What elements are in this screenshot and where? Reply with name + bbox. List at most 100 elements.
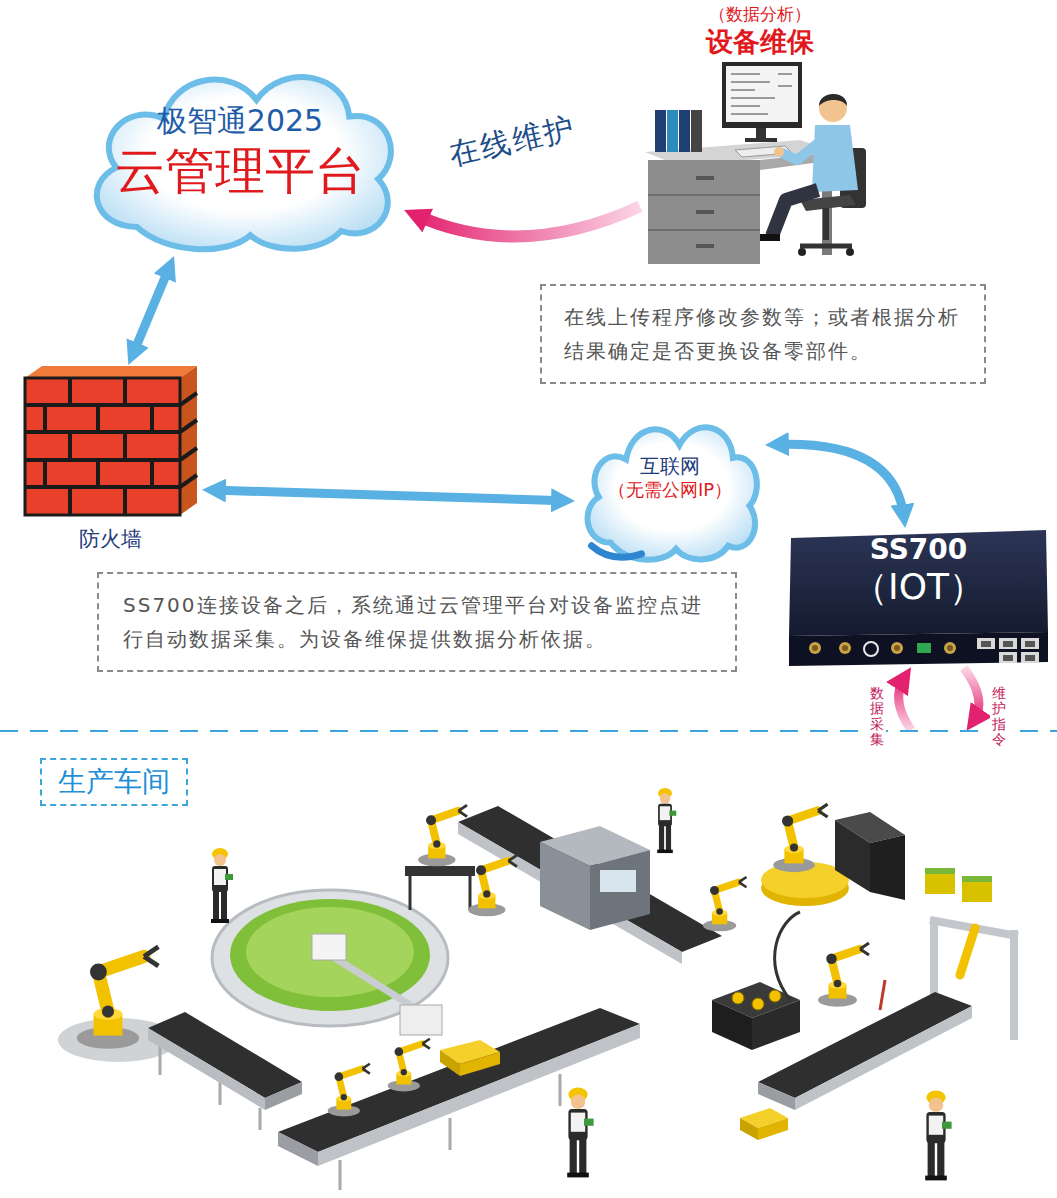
factory-illustration-part — [410, 876, 470, 910]
factory-illustration-part — [962, 876, 992, 882]
device-shape-part — [809, 642, 821, 654]
device-shape-part — [1025, 655, 1035, 661]
device-shape-part — [977, 638, 995, 649]
workstation-illustration-part — [691, 110, 702, 152]
workstation-illustration-part — [823, 208, 829, 240]
maintenance-station: （数据分析）设备维保 — [640, 0, 880, 268]
factory-illustration-part — [278, 1132, 318, 1166]
node-subtitle: 设备维保 — [706, 25, 814, 59]
node-title: 防火墙 — [79, 526, 142, 552]
factory-illustration-part — [567, 1087, 593, 1177]
note-box: SS700连接设备之后，系统通过云管理平台对设备监控点进行自动数据采集。为设备维… — [97, 572, 737, 672]
node-subtitle: （IOT） — [852, 566, 985, 607]
dashed-divider-part — [0, 730, 1057, 732]
factory-illustration-part — [818, 943, 869, 1007]
cloud-shape-part — [97, 77, 391, 249]
workstation-illustration-part — [731, 74, 792, 114]
device-shape-part — [944, 642, 956, 654]
connector-arrow — [964, 668, 979, 721]
factory-illustration-part — [330, 955, 418, 1010]
workstation-illustration-part — [648, 195, 760, 230]
note-box: 在线上传程序修改参数等；或者根据分析结果确定是否更换设备零部件。 — [540, 284, 986, 384]
workstation-illustration-part — [798, 248, 806, 256]
edge-label: 数据采集 — [868, 684, 886, 750]
factory-illustration-part — [460, 1052, 500, 1076]
node-subtitle: （无需公网IP） — [608, 479, 732, 502]
workstation-illustration-part — [819, 94, 847, 106]
device-shape-part — [1025, 641, 1035, 647]
workstation-illustration-part — [648, 160, 760, 264]
iot-gateway: SS700（IOT） — [785, 528, 1052, 668]
workstation-illustration-part — [667, 110, 678, 152]
factory-illustration-part — [712, 1000, 752, 1050]
factory-illustration-part — [230, 899, 430, 1011]
factory-illustration-part — [870, 835, 905, 900]
factory-illustration-part — [1010, 930, 1018, 1040]
factory-illustration-part — [960, 928, 975, 975]
workstation-illustration-part — [812, 125, 858, 192]
workstation-illustration-part — [655, 110, 666, 152]
factory-illustration — [58, 788, 1018, 1190]
text-group: 互联网（无需公网IP） — [608, 454, 732, 502]
device-shape-part — [1003, 655, 1013, 661]
factory-illustration-part — [440, 1050, 460, 1076]
workstation-illustration — [645, 62, 866, 264]
factory-illustration-part — [769, 990, 781, 1002]
factory-illustration-part — [732, 992, 744, 1004]
connector-arrow — [213, 490, 564, 501]
factory-illustration-part — [318, 1024, 640, 1166]
firewall-bricks-part — [25, 378, 180, 515]
factory-illustration-part — [758, 1082, 795, 1110]
factory-illustration-part — [773, 804, 827, 872]
note-text: 在线上传程序修改参数等；或者根据分析结果确定是否更换设备零部件。 — [564, 300, 962, 368]
factory-illustration-part — [925, 868, 955, 874]
factory-illustration-part — [925, 872, 955, 894]
factory-illustration-part — [265, 1082, 302, 1110]
workstation-illustration-part — [800, 244, 852, 249]
factory-illustration-part — [388, 1039, 430, 1092]
factory-illustration-part — [962, 880, 992, 902]
text-group: 生产车间 — [40, 758, 188, 806]
factory-illustration-part — [880, 980, 885, 1010]
workstation-illustration-part — [722, 62, 802, 128]
device-shape-part — [789, 632, 1048, 666]
factory-illustration-part — [458, 822, 682, 964]
factory-illustration-part — [590, 850, 650, 930]
factory-illustration-part — [752, 998, 764, 1010]
device-shape-part — [891, 642, 903, 654]
cloud-platform: 极智通2025云管理平台 — [75, 48, 405, 256]
workstation-illustration-part — [696, 244, 714, 248]
connector-arrow — [415, 206, 640, 236]
firewall: 防火墙 — [18, 365, 202, 560]
workstation-illustration-part — [774, 147, 784, 157]
device-shape-part — [999, 652, 1017, 663]
firewall-bricks-part — [25, 378, 197, 515]
workstation-illustration-part — [819, 94, 847, 122]
cloud-shape-part — [588, 427, 757, 559]
dashed-divider — [0, 730, 1057, 734]
factory-illustration-part — [148, 1028, 265, 1110]
device-shape-part — [917, 643, 931, 653]
node-title: （数据分析） — [709, 4, 811, 25]
factory-illustration-part — [312, 934, 346, 960]
firewall-bricks — [25, 366, 197, 515]
factory-illustration-part — [600, 870, 636, 892]
factory-illustration-part — [328, 1064, 370, 1117]
factory-illustration-part — [400, 1005, 442, 1035]
factory-illustration-part — [758, 992, 972, 1098]
factory-illustration-part — [795, 1006, 972, 1110]
device-shape-part — [1021, 652, 1039, 663]
workstation-illustration-part — [679, 110, 690, 152]
node-title: 生产车间 — [40, 758, 188, 806]
device-shape-part — [842, 645, 848, 651]
factory-illustration-part — [758, 1118, 788, 1140]
text-group: 在线上传程序修改参数等；或者根据分析结果确定是否更换设备零部件。 — [564, 300, 962, 368]
firewall-bricks-part — [180, 366, 197, 515]
workshop-band: 生产车间 — [0, 730, 1057, 1198]
workstation-illustration-part — [760, 234, 780, 241]
text-group: （数据分析）设备维保 — [706, 4, 814, 59]
factory-illustration-part — [540, 842, 590, 930]
workstation-illustration-part — [696, 210, 714, 214]
factory-illustration-part — [405, 866, 475, 876]
